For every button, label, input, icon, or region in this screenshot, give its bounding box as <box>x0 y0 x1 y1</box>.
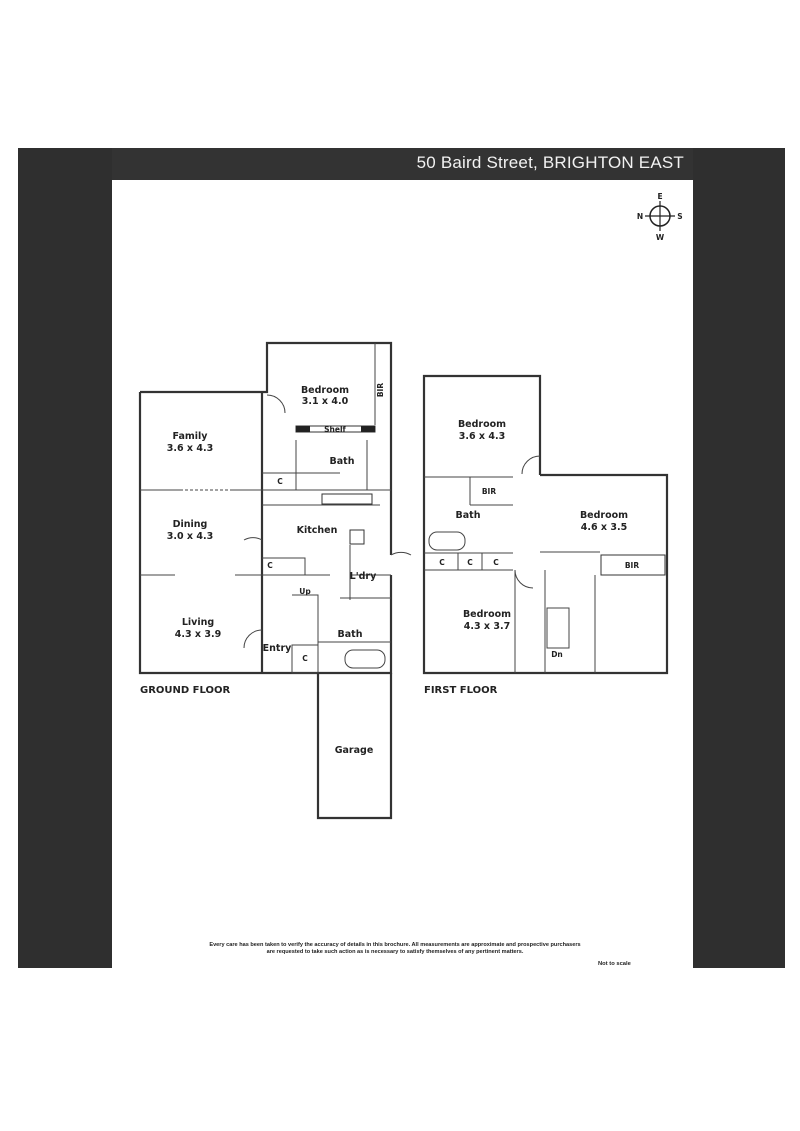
header-bar: 50 Baird Street, BRIGHTON EAST <box>112 148 693 180</box>
left-border-band <box>18 148 112 968</box>
compass-w: W <box>656 233 665 242</box>
ground-floor-walls <box>138 341 412 820</box>
ff-bedroom2-size: 4.6 x 3.5 <box>581 522 627 533</box>
gf-family-size: 3.6 x 4.3 <box>167 443 213 454</box>
gf-kitchen: Kitchen <box>297 525 338 536</box>
gf-bir: BIR <box>376 383 385 398</box>
gf-bath1: Bath <box>330 456 355 467</box>
ff-c1: C <box>439 558 445 567</box>
gf-c1: C <box>277 477 283 486</box>
compass-n: N <box>637 212 643 221</box>
disclaimer-line-2: are requested to take such action as is … <box>266 949 524 955</box>
gf-garage: Garage <box>335 745 374 756</box>
compass-s: S <box>677 212 682 221</box>
compass-icon: E N S W <box>637 192 683 242</box>
right-border-band <box>693 148 785 968</box>
gf-living-size: 4.3 x 3.9 <box>175 629 221 640</box>
ff-bir1: BIR <box>482 487 497 496</box>
gf-bath2: Bath <box>338 629 363 640</box>
first-floor-walls <box>422 374 669 675</box>
gf-laundry: L'dry <box>350 571 377 582</box>
ff-bath: Bath <box>456 510 481 521</box>
gf-c2: C <box>267 561 273 570</box>
ff-bedroom2-name: Bedroom <box>580 510 628 521</box>
ff-bedroom3-size: 4.3 x 3.7 <box>464 621 510 632</box>
gf-stairs-up: Up <box>299 587 311 596</box>
compass-e: E <box>657 192 662 201</box>
gf-bedroom-name: Bedroom <box>301 385 349 396</box>
ff-bedroom1-size: 3.6 x 4.3 <box>459 431 505 442</box>
ff-bedroom1-name: Bedroom <box>458 419 506 430</box>
disclaimer: Every care has been taken to verify the … <box>160 942 630 956</box>
gf-dining-name: Dining <box>173 519 208 530</box>
disclaimer-line-1: Every care has been taken to verify the … <box>209 942 581 948</box>
scale-note: Not to scale <box>598 961 631 967</box>
gf-living-name: Living <box>182 617 214 628</box>
ff-c3: C <box>493 558 499 567</box>
gf-shelf: Shelf <box>324 425 346 434</box>
gf-bedroom-size: 3.1 x 4.0 <box>302 396 349 407</box>
gf-entry: Entry <box>263 643 292 654</box>
gf-c3: C <box>302 654 308 663</box>
ground-floor-label: GROUND FLOOR <box>140 685 231 696</box>
ff-c2: C <box>467 558 473 567</box>
first-floor-label: FIRST FLOOR <box>424 685 498 696</box>
gf-family-name: Family <box>173 431 209 442</box>
property-address: 50 Baird Street, BRIGHTON EAST <box>416 153 684 172</box>
ff-stairs-down: Dn <box>551 650 563 659</box>
ff-bedroom3-name: Bedroom <box>463 609 511 620</box>
ff-bir2: BIR <box>625 561 640 570</box>
gf-dining-size: 3.0 x 4.3 <box>167 531 213 542</box>
